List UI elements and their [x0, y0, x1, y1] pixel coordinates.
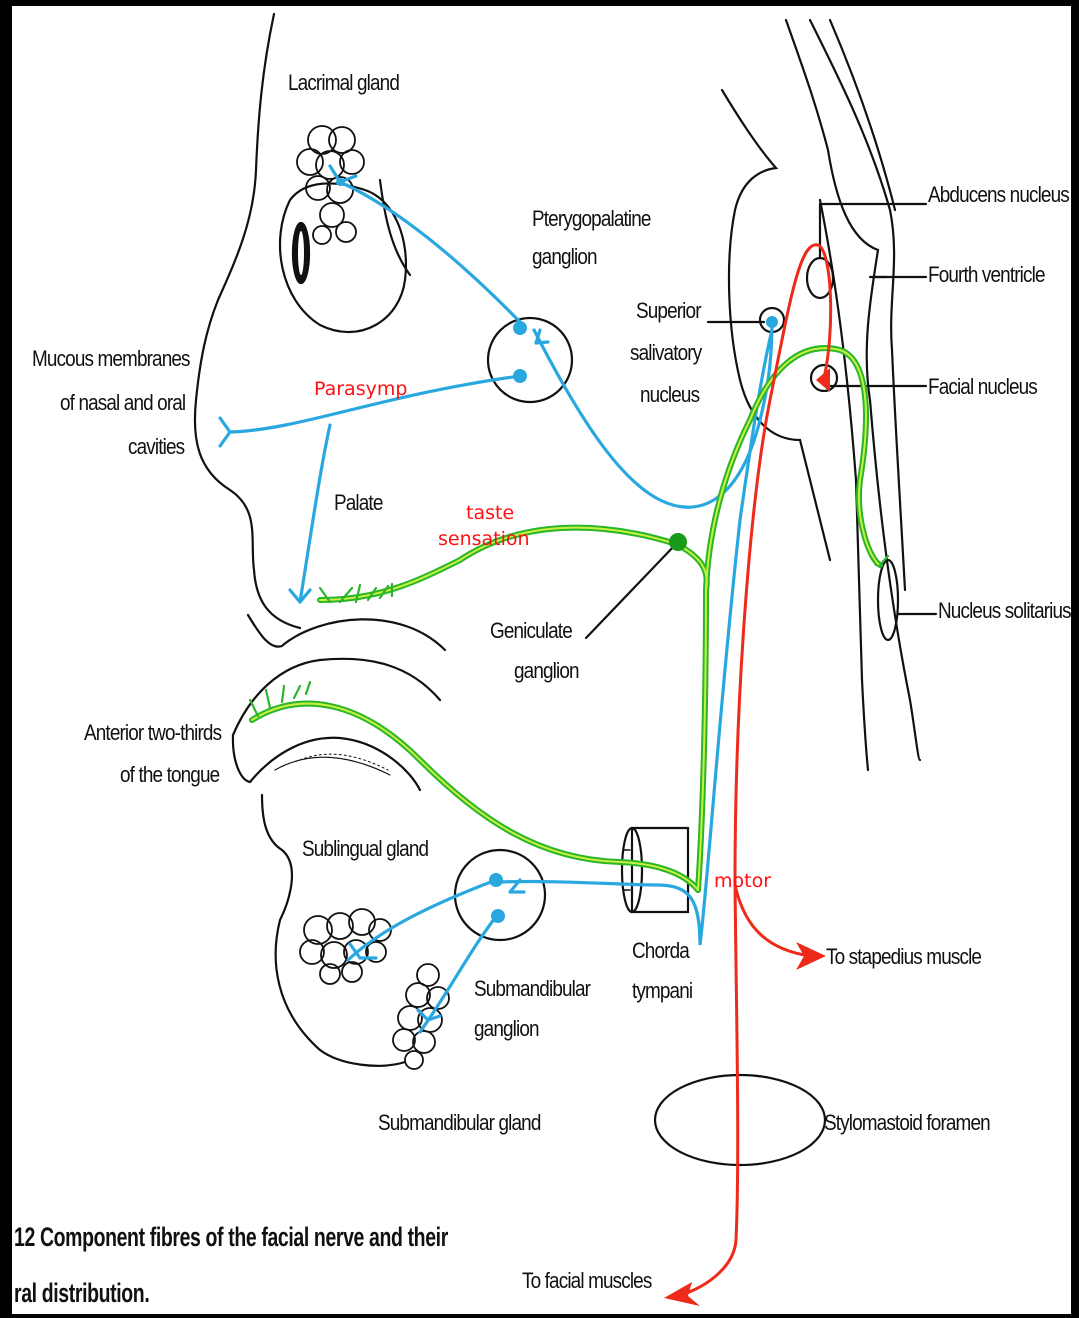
label-to-facial-muscles: To facial muscles	[522, 1268, 651, 1294]
face-profile	[195, 14, 300, 628]
brainstem-back-2	[830, 20, 895, 210]
palate-branch	[300, 425, 330, 602]
lacrimal-to-pterygopalatine	[340, 182, 520, 322]
label-facial-nucleus: Facial nucleus	[928, 374, 1037, 400]
label-to-stapedius-muscle: To stapedius muscle	[826, 944, 981, 970]
annotation-motor: motor	[714, 870, 771, 892]
label-cavities: cavities	[128, 434, 184, 460]
label-superior: Superior	[636, 298, 701, 324]
label-geniculate-ganglion: ganglion	[514, 658, 579, 684]
label-geniculate: Geniculate	[490, 618, 572, 644]
geniculate-ganglion-dot	[669, 533, 687, 551]
leader-abducens	[820, 204, 926, 258]
annotation-sensation: sensation	[438, 528, 530, 550]
geniculate-to-brainstem	[706, 348, 880, 590]
figure-caption-line1: 12 Component fibres of the facial nerve …	[14, 1222, 448, 1253]
brainstem-outline-right	[786, 20, 920, 760]
submandibular-ganglion-circle	[455, 850, 545, 940]
label-tympani: tympani	[632, 978, 692, 1004]
label-abducens-nucleus: Abducens nucleus	[928, 182, 1069, 208]
sublingual-gland-shape	[300, 909, 391, 984]
label-pterygopalatine-ganglion: ganglion	[532, 244, 597, 270]
lacrimal-gland-shape	[297, 126, 364, 244]
label-anterior-two-thirds: Anterior two-thirds	[84, 720, 221, 746]
label-palate: Palate	[334, 490, 382, 516]
facial-muscles-arrowhead	[664, 1282, 700, 1306]
tongue-lower	[233, 735, 420, 790]
motor-from-facial-nucleus	[735, 245, 831, 880]
label-mucous-membranes: Mucous membranes	[32, 346, 190, 372]
stylomastoid-foramen-oval	[655, 1075, 825, 1165]
label-sublingual-gland: Sublingual gland	[302, 836, 428, 862]
label-submandibular-gland: Submandibular gland	[378, 1110, 540, 1136]
tongue-upper	[233, 659, 440, 735]
tongue-inner	[275, 757, 390, 775]
label-nucleus-solitarius: Nucleus solitarius	[938, 598, 1071, 624]
annotation-taste: taste	[466, 502, 514, 524]
label-lacrimal-gland: Lacrimal gland	[288, 70, 399, 96]
label-fourth-ventricle: Fourth ventricle	[928, 262, 1045, 288]
label-submandibular-ganglion: ganglion	[474, 1016, 539, 1042]
label-submandibular: Submandibular	[474, 976, 590, 1002]
nose-base	[248, 615, 282, 647]
label-chorda: Chorda	[632, 938, 689, 964]
label-salivatory: salivatory	[630, 340, 701, 366]
label-nasal-oral: of nasal and oral	[60, 390, 185, 416]
parasympathetic-fibres	[220, 166, 772, 1032]
label-nucleus: nucleus	[640, 382, 699, 408]
figure-caption-line2: ral distribution.	[14, 1278, 149, 1309]
leader-geniculate	[586, 544, 676, 638]
label-of-the-tongue: of the tongue	[120, 762, 219, 788]
upper-lip	[283, 619, 445, 650]
submandibular-branch	[420, 914, 498, 1032]
label-pterygopalatine: Pterygopalatine	[532, 206, 651, 232]
stapedius-arrowhead	[796, 942, 826, 970]
label-stylomastoid-foramen: Stylomastoid foramen	[824, 1110, 990, 1136]
annotation-parasymp: Parasymp	[314, 378, 407, 400]
pterygopalatine-ganglion-circle	[488, 318, 572, 402]
